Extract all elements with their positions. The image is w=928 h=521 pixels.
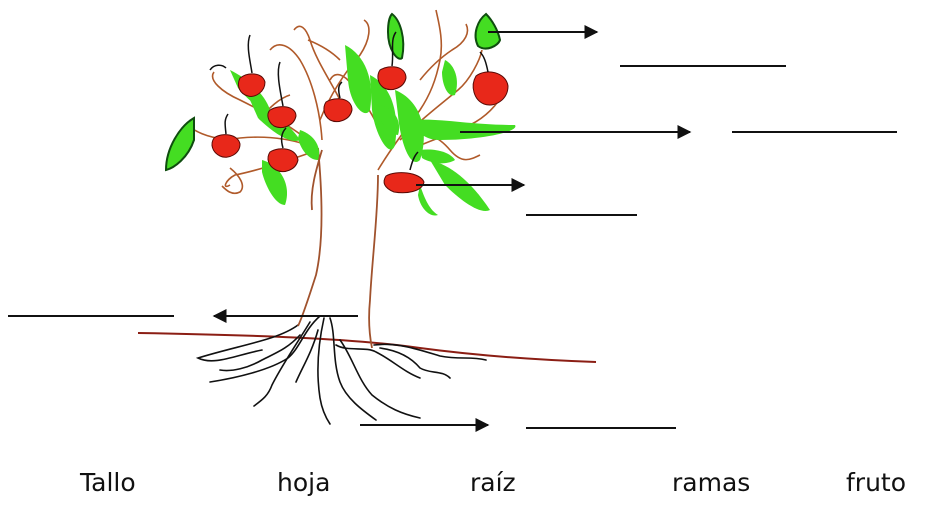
roots <box>198 316 486 424</box>
word-fruto: fruto <box>846 468 906 497</box>
word-ramas: ramas <box>672 468 750 497</box>
trunk <box>298 148 378 348</box>
word-raiz: raíz <box>470 468 516 497</box>
word-tallo: Tallo <box>80 468 136 497</box>
ground-line <box>138 333 596 362</box>
word-hoja: hoja <box>277 468 330 497</box>
leaf-outline-left <box>166 118 194 170</box>
answer-blanks <box>8 66 897 428</box>
leaf-outline-top-left <box>388 14 403 59</box>
word-bank: Tallo hoja raíz ramas fruto <box>0 468 928 508</box>
